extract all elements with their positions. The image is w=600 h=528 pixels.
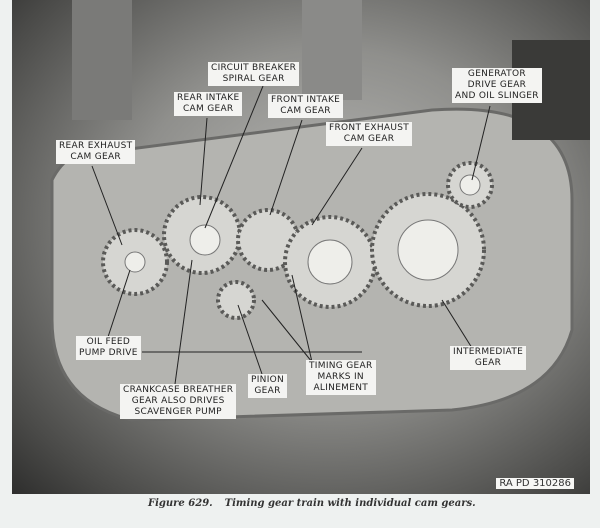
pinion-gear-shape xyxy=(216,280,256,320)
label-circuit-breaker-spiral-gear: CIRCUIT BREAKER SPIRAL GEAR xyxy=(208,62,300,86)
label-generator-drive-gear: GENERATOR DRIVE GEAR AND OIL SLINGER xyxy=(452,68,542,103)
cylinder-left xyxy=(72,0,132,120)
label-front-intake-cam-gear: FRONT INTAKE CAM GEAR xyxy=(268,94,344,118)
leader-lines xyxy=(91,85,491,385)
label-rear-intake-cam-gear: REAR INTAKE CAM GEAR xyxy=(174,92,243,116)
label-timing-gear-marks: TIMING GEAR MARKS IN ALINEMENT xyxy=(306,360,376,395)
figure-caption: Figure 629. Timing gear train with indivi… xyxy=(148,498,488,509)
gear-illustration xyxy=(50,0,590,422)
engine-photo: CIRCUIT BREAKER SPIRAL GEAR REAR INTAKE … xyxy=(12,0,590,494)
label-intermediate-gear: INTERMEDIATE GEAR xyxy=(450,346,527,370)
label-rear-exhaust-cam-gear: REAR EXHAUST CAM GEAR xyxy=(56,140,136,164)
label-pinion-gear: PINION GEAR xyxy=(248,374,288,398)
caption-text: Timing gear train with individual cam ge… xyxy=(224,498,476,509)
label-oil-feed-pump-drive: OIL FEED PUMP DRIVE xyxy=(76,336,141,360)
cylinder-right xyxy=(302,0,362,100)
figure-number: Figure 629. xyxy=(148,498,213,509)
figure-id: RA PD 310286 xyxy=(496,478,574,489)
label-crankcase-breather-gear: CRANKCASE BREATHER GEAR ALSO DRIVES SCAV… xyxy=(120,384,237,419)
label-front-exhaust-cam-gear: FRONT EXHAUST CAM GEAR xyxy=(326,122,413,146)
